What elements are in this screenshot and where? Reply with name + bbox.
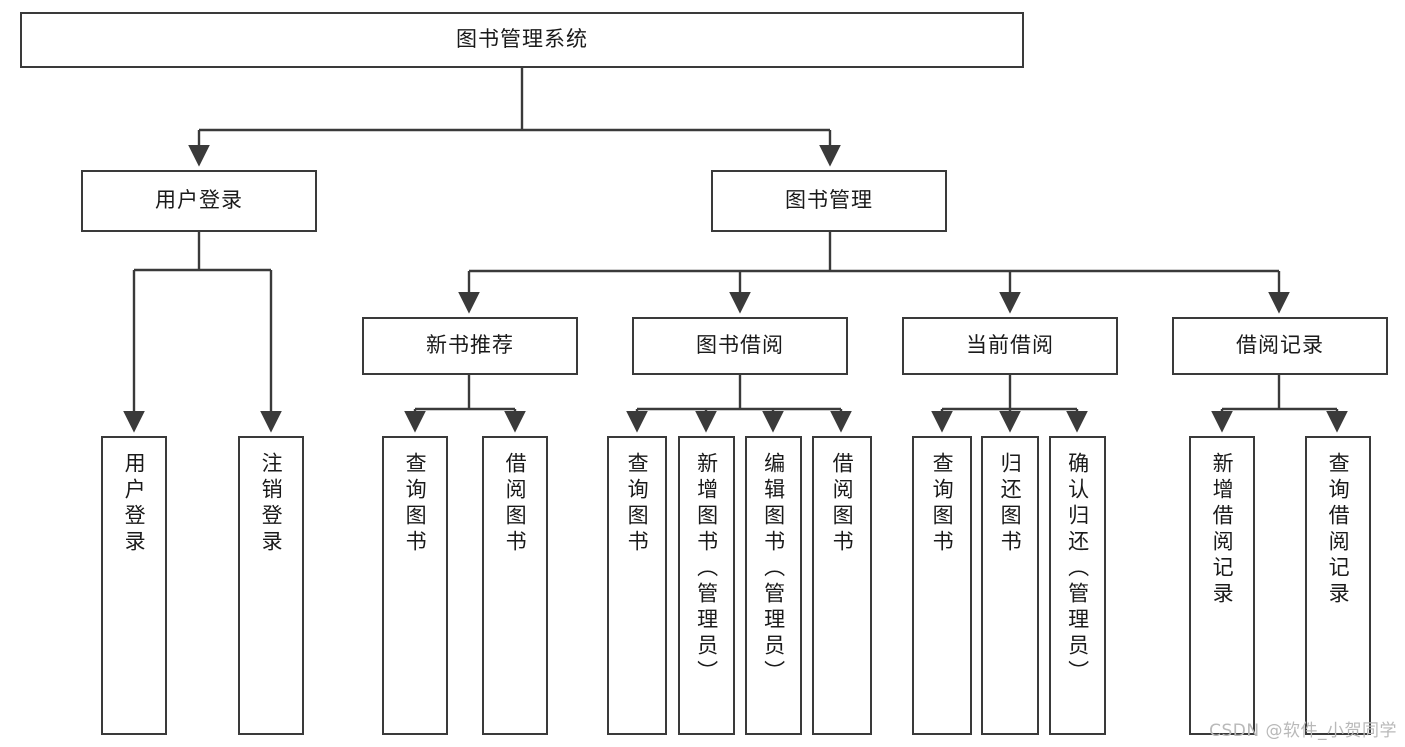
node-label: 查询借阅记录 — [1326, 452, 1351, 608]
node-label: 查询图书 — [625, 452, 650, 556]
node-leaf-edit-book-admin[interactable]: 编辑图书（管理员） — [745, 436, 802, 735]
node-label: 用户登录 — [122, 452, 147, 556]
node-label: 当前借阅 — [966, 333, 1054, 358]
node-label: 查询图书 — [403, 452, 428, 556]
node-label: 借阅图书 — [503, 452, 528, 556]
node-leaf-query-book-borrow[interactable]: 查询图书 — [607, 436, 667, 735]
node-current-borrow[interactable]: 当前借阅 — [902, 317, 1118, 375]
node-label: 确认归还（管理员） — [1065, 452, 1090, 686]
node-label: 用户登录 — [155, 188, 243, 213]
node-new-book-recommend[interactable]: 新书推荐 — [362, 317, 578, 375]
node-label: 图书借阅 — [696, 333, 784, 358]
node-leaf-add-borrow-record[interactable]: 新增借阅记录 — [1189, 436, 1255, 735]
node-label: 查询图书 — [930, 452, 955, 556]
node-label: 图书管理系统 — [456, 27, 588, 52]
node-label: 图书管理 — [785, 188, 873, 213]
node-book-management[interactable]: 图书管理 — [711, 170, 947, 232]
node-label: 新增借阅记录 — [1210, 452, 1235, 608]
node-label: 借阅图书 — [830, 452, 855, 556]
node-label: 归还图书 — [998, 452, 1023, 556]
node-user-login[interactable]: 用户登录 — [81, 170, 317, 232]
node-label: 借阅记录 — [1236, 333, 1324, 358]
node-label: 新增图书（管理员） — [694, 452, 719, 686]
node-leaf-query-book-recommend[interactable]: 查询图书 — [382, 436, 448, 735]
node-leaf-logout-login[interactable]: 注销登录 — [238, 436, 304, 735]
node-book-borrow[interactable]: 图书借阅 — [632, 317, 848, 375]
node-label: 编辑图书（管理员） — [761, 452, 786, 686]
node-root-book-management-system[interactable]: 图书管理系统 — [20, 12, 1024, 68]
csdn-watermark: CSDN @软件_小贺同学 — [1209, 721, 1397, 741]
node-leaf-confirm-return-admin[interactable]: 确认归还（管理员） — [1049, 436, 1106, 735]
node-leaf-borrow-book-recommend[interactable]: 借阅图书 — [482, 436, 548, 735]
node-borrow-record[interactable]: 借阅记录 — [1172, 317, 1388, 375]
node-leaf-user-login[interactable]: 用户登录 — [101, 436, 167, 735]
node-leaf-query-book-current[interactable]: 查询图书 — [912, 436, 972, 735]
node-leaf-query-borrow-record[interactable]: 查询借阅记录 — [1305, 436, 1371, 735]
node-leaf-borrow-book-borrow[interactable]: 借阅图书 — [812, 436, 872, 735]
node-label: 新书推荐 — [426, 333, 514, 358]
node-leaf-add-book-admin[interactable]: 新增图书（管理员） — [678, 436, 735, 735]
node-leaf-return-book[interactable]: 归还图书 — [981, 436, 1039, 735]
node-label: 注销登录 — [259, 452, 284, 556]
